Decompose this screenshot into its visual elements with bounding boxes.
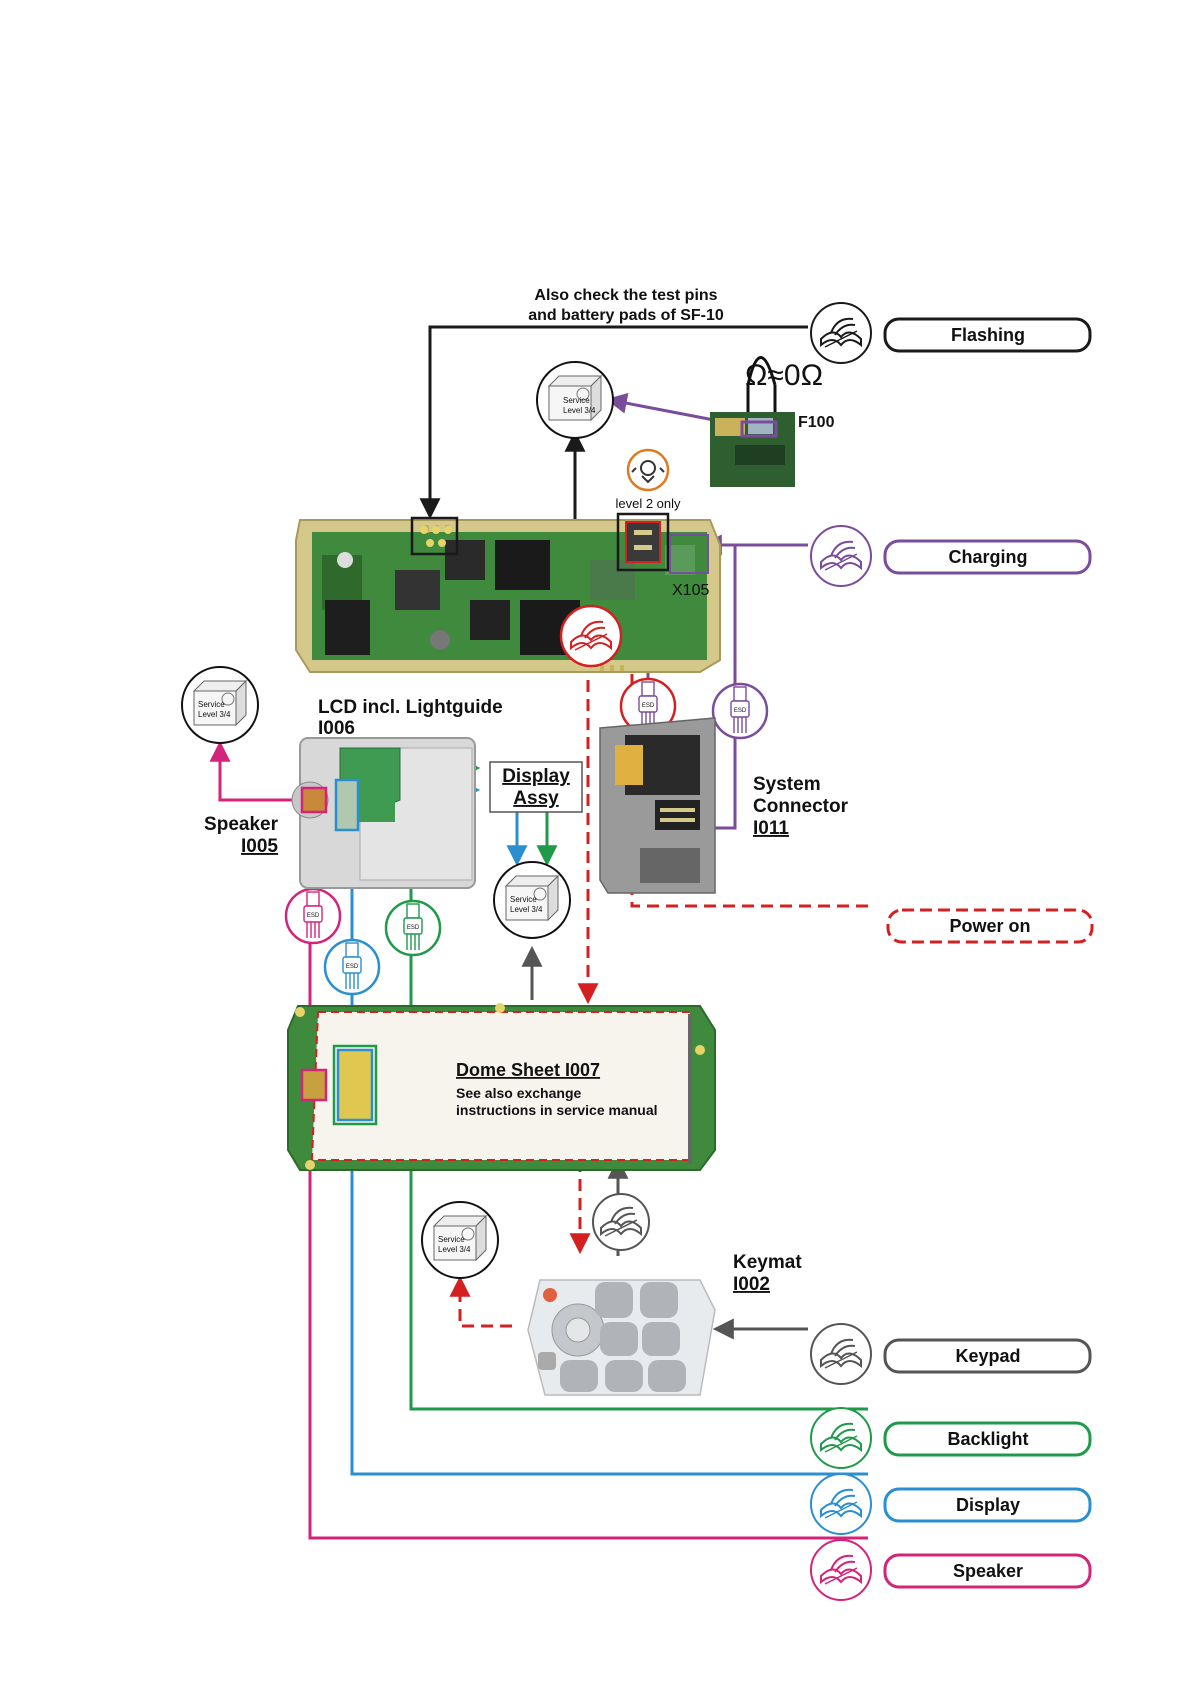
flashing-manual-icon [810,302,872,364]
dome-lcd-connector-outer-box [332,1044,378,1126]
x105-connector [616,512,709,574]
display-assy-line2: Assy [513,788,559,809]
service-box-top: Service Level 3/4 [536,361,614,439]
level2-tool-icon [626,448,670,492]
f100-label: F100 [798,414,835,431]
backlight-manual-icon [810,1407,872,1469]
keypad-symptom-box[interactable]: Keypad [883,1338,1092,1374]
keymat-label-line2: I002 [733,1274,770,1295]
display-symptom-box[interactable]: Display [883,1487,1092,1523]
power-on-connector-lines [449,558,868,1328]
speaker-manual-icon [810,1539,872,1601]
svg-text:Service: Service [438,1235,465,1244]
power-on-label: Power on [949,916,1030,936]
display-assy-line1: Display [502,766,570,787]
flashing-label: Flashing [951,325,1025,345]
svg-text:Service: Service [198,700,225,709]
speaker-symptom-label: Speaker [953,1561,1023,1581]
display-label: Display [956,1495,1020,1515]
dome-lcd-connector-box [336,1048,374,1122]
f100-fuse-photo [710,412,795,487]
backlight-symptom-box[interactable]: Backlight [883,1421,1092,1457]
keymat-label-line1: Keymat [733,1252,802,1273]
system-connector-photo [599,717,716,894]
dome-sheet-note1: See also exchange [456,1085,582,1101]
backlight-label: Backlight [947,1429,1028,1449]
lcd-module-photo [291,737,476,889]
service-box-display: Service Level 3/4 [493,861,571,939]
level2-only-label: level 2 only [615,496,681,511]
speaker-label-line1: Speaker [204,814,279,835]
svg-text:Level 3/4: Level 3/4 [510,905,543,914]
keypad-label: Keypad [955,1346,1020,1366]
lcd-connector-highlight-box [334,778,360,832]
esd-strap-green: ESD [384,899,442,957]
charging-manual-icon [810,525,872,587]
lcd-label-line2: I006 [318,718,355,739]
svg-text:Level 3/4: Level 3/4 [438,1245,471,1254]
esd-strap-purple-right: ESD [711,682,769,740]
display-manual-icon [810,1473,872,1535]
system-connector-line2: Connector [753,796,849,817]
service-box-keymat: Service Level 3/4 [421,1201,499,1279]
keymat-photo [527,1279,716,1396]
svg-text:Level 3/4: Level 3/4 [563,406,596,415]
svg-text:ESD: ESD [346,964,359,970]
ohm-reading: Ω≈0Ω [745,359,823,392]
svg-text:ESD: ESD [407,925,420,931]
speaker-label-line2: I005 [241,836,278,857]
svg-text:Service: Service [563,396,590,405]
keypad-manual-icon [810,1323,872,1385]
svg-text:ESD: ESD [642,703,655,709]
flashing-symptom-box[interactable]: Flashing [883,317,1092,353]
service-box-speaker: Service Level 3/4 [181,666,259,744]
keymat-manual-icon [592,1193,650,1251]
test-pins [420,526,452,547]
charging-symptom-box[interactable]: Charging [883,539,1092,575]
system-connector-line3: I011 [753,818,789,839]
charging-label: Charging [949,547,1028,567]
dome-sheet-board-photo [287,1003,716,1171]
svg-text:Level 3/4: Level 3/4 [198,710,231,719]
speaker-highlight-box [300,786,328,814]
test-pins-note-line1: Also check the test pins [534,287,717,304]
power-on-manual-icon [559,604,623,668]
esd-strap-pink: ESD [284,887,342,945]
svg-text:Service: Service [510,895,537,904]
dome-speaker-pad-box [300,1068,328,1102]
test-pins-note-line2: and battery pads of SF-10 [528,307,724,324]
esd-strap-blue: ESD [323,938,381,996]
dome-sheet-note2: instructions in service manual [456,1102,658,1118]
svg-text:ESD: ESD [307,913,320,919]
display-assy-box [489,761,583,813]
power-on-symptom-box[interactable]: Power on [886,908,1094,944]
x105-label: X105 [672,582,709,599]
test-pins-box [410,516,459,556]
svg-text:ESD: ESD [734,708,747,714]
dome-sheet-title: Dome Sheet I007 [456,1060,600,1080]
system-connector-line1: System [753,774,821,795]
lcd-label-line1: LCD incl. Lightguide [318,697,503,718]
speaker-symptom-box[interactable]: Speaker [883,1553,1092,1589]
